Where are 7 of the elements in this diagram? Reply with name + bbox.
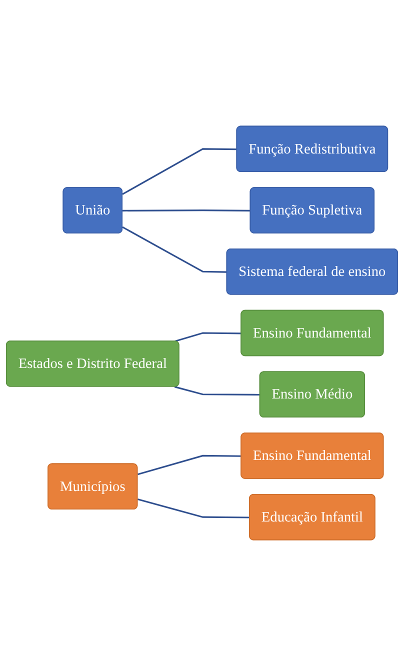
connector [122,148,238,195]
connector [122,226,228,273]
connector [122,209,251,212]
connector [174,386,260,396]
connector [137,498,250,518]
connector [174,332,242,342]
connector [137,454,242,476]
